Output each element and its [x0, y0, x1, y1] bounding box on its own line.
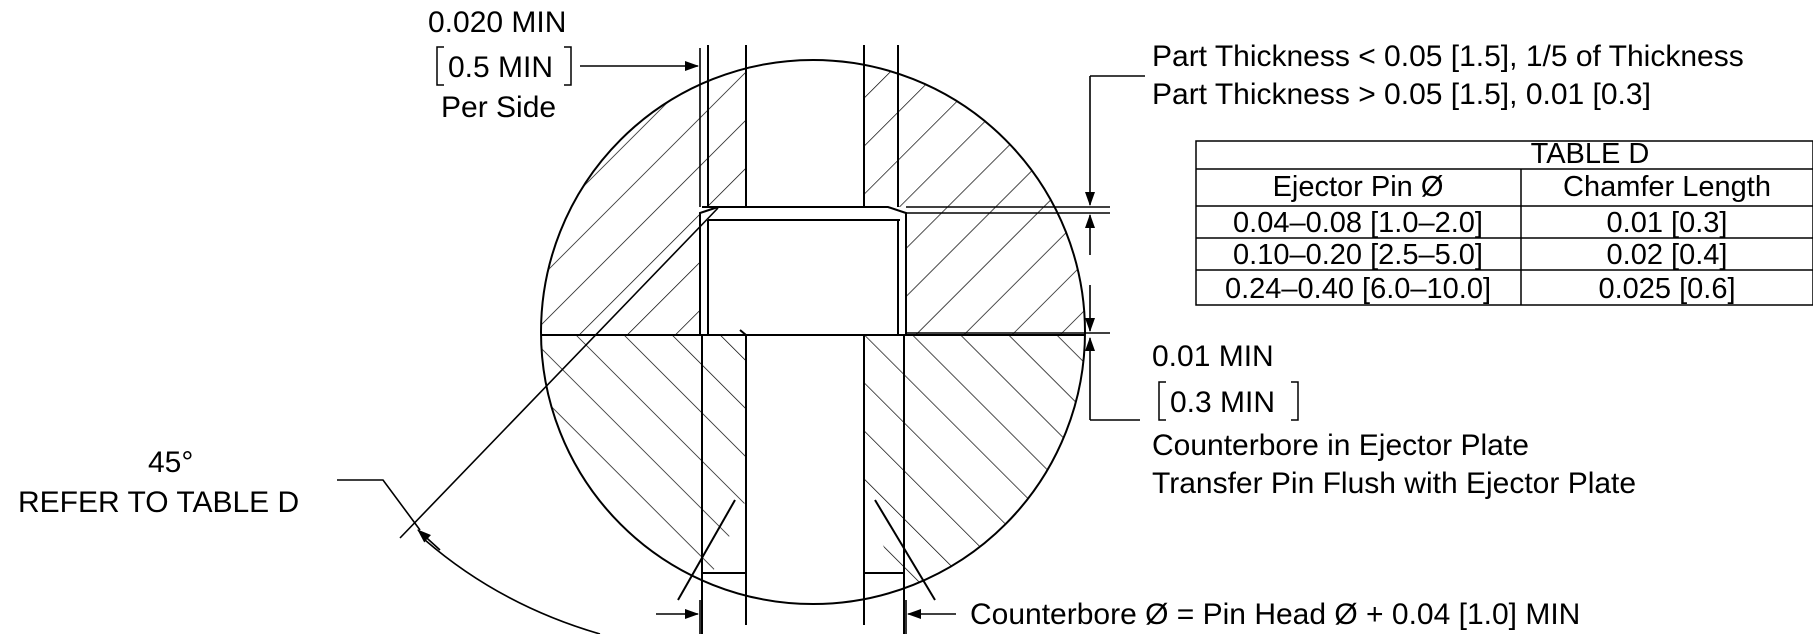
table-cell: 0.01 [0.3] [1607, 207, 1728, 239]
counterbore-outline [699, 206, 907, 335]
table-cell: 0.24–0.40 [6.0–10.0] [1225, 273, 1491, 305]
thickness-note-2: Part Thickness > 0.05 [1.5], 0.01 [0.3] [1152, 78, 1651, 111]
bracket-left-2 [1158, 381, 1166, 421]
lower-wall-left-hatch [700, 335, 746, 600]
upper-wall-left-hatch [704, 60, 746, 207]
lower-wall-right-hatch [864, 335, 906, 600]
top-left-note: 0.020 MIN 0.5 MIN Per Side [428, 6, 572, 124]
counterbore-note: Counterbore in Ejector Plate [1152, 429, 1529, 462]
detail-circle [540, 59, 1086, 605]
table-cell: 0.02 [0.4] [1607, 239, 1728, 271]
min-clearance-label: 0.020 MIN [428, 6, 566, 39]
min-clearance-metric: 0.5 MIN [448, 51, 553, 84]
left-note: 45° REFER TO TABLE D [18, 446, 299, 519]
angle-leader [337, 479, 421, 531]
section-view [541, 60, 1085, 604]
table-d: TABLE D Ejector Pin Ø Chamfer Length 0.0… [1195, 138, 1813, 306]
table-cell: 0.04–0.08 [1.0–2.0] [1233, 207, 1483, 239]
table-title: TABLE D [1531, 138, 1650, 170]
chamfer-right [874, 499, 936, 601]
angle-label: 45° [148, 446, 193, 479]
table-cell: 0.025 [0.6] [1598, 273, 1735, 305]
counterbore-min-metric: 0.3 MIN [1170, 386, 1275, 419]
bottom-note: Counterbore Ø = Pin Head Ø + 0.04 [1.0] … [970, 598, 1580, 631]
table-cell: 0.10–0.20 [2.5–5.0] [1233, 239, 1483, 271]
table-frame [1195, 140, 1813, 306]
lower-plate-right-hatch [906, 335, 1085, 604]
counterbore-min-label: 0.01 MIN [1152, 340, 1274, 373]
bracket-right-2 [1291, 381, 1299, 421]
top-right-note: Part Thickness < 0.05 [1.5], 1/5 of Thic… [1152, 40, 1744, 111]
upper-plate-right-hatch [906, 60, 1085, 335]
thickness-note-1: Part Thickness < 0.05 [1.5], 1/5 of Thic… [1152, 40, 1744, 73]
angle-arc [424, 539, 601, 634]
angle-arrow [417, 529, 441, 551]
lower-plate-left-hatch [541, 335, 700, 604]
refer-table-label: REFER TO TABLE D [18, 486, 299, 519]
right-note: 0.01 MIN 0.3 MIN Counterbore in Ejector … [1152, 340, 1636, 500]
counterbore-diameter-note: Counterbore Ø = Pin Head Ø + 0.04 [1.0] … [970, 598, 1580, 631]
table-header-chamfer: Chamfer Length [1563, 171, 1771, 203]
dimension-lines [337, 48, 1145, 634]
table-header-pin: Ejector Pin Ø [1273, 171, 1444, 203]
per-side-label: Per Side [441, 91, 556, 124]
chamfer-leader [399, 207, 719, 539]
chamfer-left [677, 499, 736, 601]
cone-left-outer [739, 329, 747, 336]
bracket-right [564, 46, 572, 86]
transfer-pin-note: Transfer Pin Flush with Ejector Plate [1152, 467, 1636, 500]
bracket-left [436, 46, 444, 86]
upper-wall-right-hatch [864, 60, 906, 207]
